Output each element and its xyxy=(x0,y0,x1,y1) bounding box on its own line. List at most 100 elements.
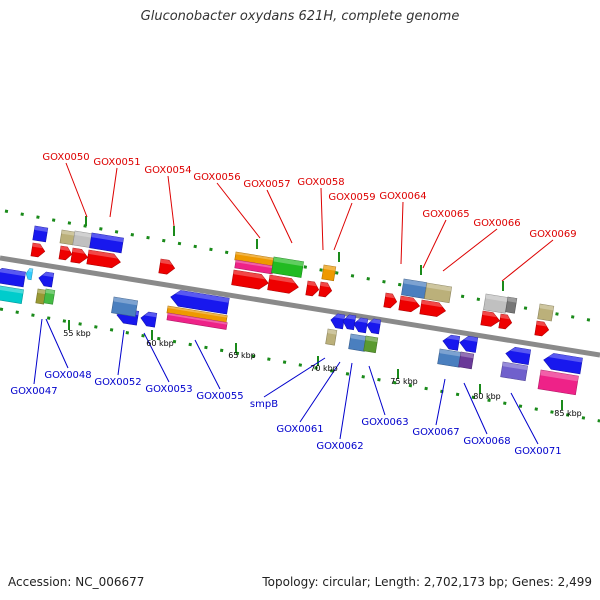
gene-label[interactable]: GOX0056 xyxy=(193,172,240,183)
gene-feature[interactable] xyxy=(442,334,461,351)
gene-label[interactable]: smpB xyxy=(250,399,278,410)
gene-feature[interactable] xyxy=(498,313,513,330)
gene-feature[interactable] xyxy=(366,318,382,335)
gene-feature[interactable] xyxy=(353,317,369,334)
gene-feature[interactable] xyxy=(330,313,346,330)
gene-label[interactable]: GOX0052 xyxy=(94,377,141,388)
gene-feature[interactable] xyxy=(32,225,49,243)
gene-feature[interactable] xyxy=(58,245,73,261)
gene-feature[interactable] xyxy=(363,335,379,354)
scale-label: 75 kbp xyxy=(390,377,418,386)
gene-feature[interactable] xyxy=(30,242,46,258)
gene-label[interactable]: GOX0065 xyxy=(422,209,469,220)
gene-feature[interactable] xyxy=(234,259,274,275)
gene-label[interactable]: GOX0061 xyxy=(276,424,323,435)
label-leader-line xyxy=(400,201,404,265)
gene-feature[interactable] xyxy=(383,292,398,309)
gene-feature[interactable] xyxy=(271,256,304,278)
gene-feature[interactable] xyxy=(158,258,176,275)
gene-label[interactable]: GOX0067 xyxy=(412,427,459,438)
label-leader-line xyxy=(33,318,43,385)
accession-text: Accession: NC_006677 xyxy=(8,575,145,589)
gene-feature[interactable] xyxy=(537,303,555,322)
label-leader-line xyxy=(194,339,221,390)
scale-label: 85 kbp xyxy=(554,409,582,418)
gene-feature[interactable] xyxy=(267,274,300,295)
gene-feature[interactable] xyxy=(318,281,333,298)
gene-feature[interactable] xyxy=(537,369,579,396)
gene-feature[interactable] xyxy=(321,264,337,282)
gene-feature[interactable] xyxy=(542,352,583,375)
gene-label[interactable]: GOX0055 xyxy=(196,391,243,402)
gene-label[interactable]: GOX0064 xyxy=(379,191,426,202)
gene-label[interactable]: GOX0063 xyxy=(361,417,408,428)
scale-label: 65 kbp xyxy=(228,351,256,360)
gene-feature[interactable] xyxy=(500,361,529,382)
gene-feature[interactable] xyxy=(86,249,122,269)
gene-label[interactable]: GOX0058 xyxy=(297,177,344,188)
gene-feature[interactable] xyxy=(0,284,24,304)
gene-feature[interactable] xyxy=(72,230,94,249)
gene-label[interactable]: GOX0054 xyxy=(144,165,191,176)
gene-label[interactable]: GOX0047 xyxy=(10,386,57,397)
gene-feature[interactable] xyxy=(25,268,34,281)
label-leader-line xyxy=(65,162,88,218)
gene-label[interactable]: GOX0068 xyxy=(463,436,510,447)
gene-feature[interactable] xyxy=(424,282,453,304)
label-leader-line xyxy=(216,182,261,239)
gene-feature[interactable] xyxy=(140,311,158,328)
gene-label[interactable]: GOX0071 xyxy=(514,446,561,457)
gene-label[interactable]: GOX0062 xyxy=(316,441,363,452)
gene-feature[interactable] xyxy=(458,351,475,370)
gene-feature[interactable] xyxy=(111,296,139,317)
gene-feature[interactable] xyxy=(419,299,447,318)
label-leader-line xyxy=(45,318,69,369)
label-leader-line xyxy=(442,228,498,272)
gene-feature[interactable] xyxy=(0,267,26,288)
scale-label: 80 kbp xyxy=(473,392,501,401)
label-leader-line xyxy=(422,219,447,269)
label-leader-line xyxy=(368,365,386,416)
gene-label[interactable]: GOX0069 xyxy=(529,229,576,240)
gene-feature[interactable] xyxy=(305,280,320,297)
gene-feature[interactable] xyxy=(505,346,532,365)
gene-feature[interactable] xyxy=(483,293,509,314)
genome-backbone xyxy=(0,255,600,358)
gene-feature[interactable] xyxy=(35,288,47,305)
gene-features xyxy=(0,225,583,396)
gene-feature[interactable] xyxy=(166,312,228,330)
gene-feature[interactable] xyxy=(480,310,501,328)
gene-feature[interactable] xyxy=(43,288,56,305)
label-leader-line xyxy=(266,189,293,244)
gene-feature[interactable] xyxy=(325,328,338,346)
gene-label[interactable]: GOX0066 xyxy=(473,218,520,229)
label-leader-line xyxy=(320,187,324,251)
label-leader-line xyxy=(333,202,353,251)
gene-feature[interactable] xyxy=(231,269,270,291)
gene-label[interactable]: GOX0053 xyxy=(145,384,192,395)
gene-feature[interactable] xyxy=(398,295,421,313)
gene-feature[interactable] xyxy=(38,271,55,288)
label-leader-line xyxy=(167,175,175,227)
gene-label[interactable]: GOX0048 xyxy=(44,370,91,381)
gene-feature[interactable] xyxy=(505,296,518,314)
label-leader-line xyxy=(339,362,353,440)
gene-label[interactable]: GOX0057 xyxy=(243,179,290,190)
gene-feature[interactable] xyxy=(342,314,357,331)
gene-feature[interactable] xyxy=(348,333,368,352)
gene-label[interactable]: GOX0050 xyxy=(42,152,89,163)
gene-label[interactable]: GOX0051 xyxy=(93,157,140,168)
map-title: Gluconobacter oxydans 621H, complete gen… xyxy=(140,9,460,24)
gene-feature[interactable] xyxy=(401,278,428,299)
gene-feature[interactable] xyxy=(437,348,463,368)
gene-feature[interactable] xyxy=(70,247,89,264)
label-leader-line xyxy=(435,378,446,426)
gene-label[interactable]: GOX0059 xyxy=(328,192,375,203)
gene-feature[interactable] xyxy=(59,229,76,246)
gene-feature[interactable] xyxy=(89,232,124,254)
gene-feature[interactable] xyxy=(169,289,230,315)
gene-feature[interactable] xyxy=(459,335,479,353)
dotted-tracks xyxy=(0,209,600,423)
gene-feature[interactable] xyxy=(534,320,550,337)
